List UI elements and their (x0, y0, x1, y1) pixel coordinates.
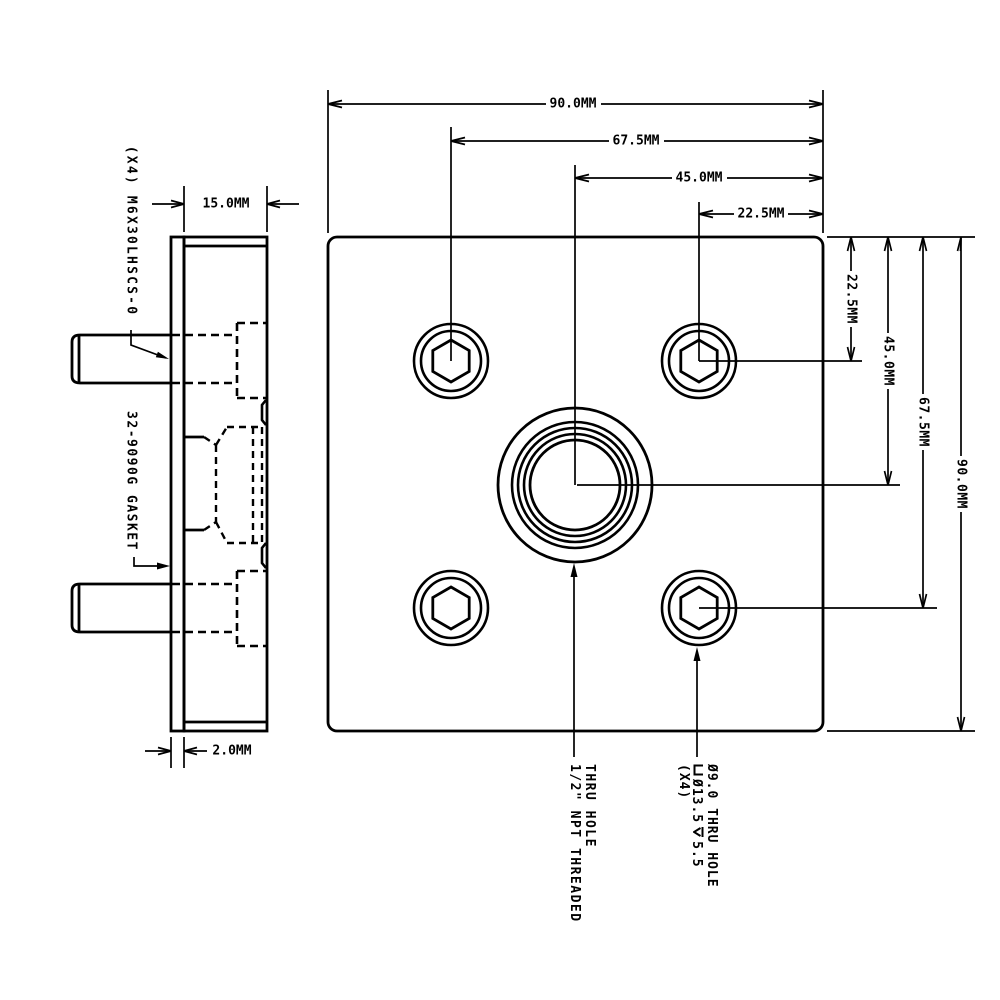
side-hidden-lines-top-screw (172, 321, 266, 400)
dim-67-5mm-right: 67.5MM (915, 395, 931, 449)
fastener-label: (X4) M6X30LHSCS-0 (123, 143, 139, 319)
dim-90mm-top: 90.0MM (547, 96, 599, 112)
hole-callout-quantity: (X4) (676, 764, 691, 800)
counterbore-depth-text: 5.5 (689, 841, 705, 868)
dim-90mm-right: 90.0MM (953, 457, 969, 511)
side-plate-body (182, 235, 269, 733)
side-screw-top (70, 333, 171, 385)
hole-callout-diameter: Ø9.0 THRU HOLE (704, 764, 719, 888)
centerlines (450, 127, 937, 609)
top-dimension-lines (327, 99, 824, 219)
dim-45mm-top: 45.0MM (673, 170, 725, 186)
leader-hole-callout (693, 647, 701, 757)
npt-callout-line1: 1/2" NPT THREADED (567, 764, 582, 923)
counterbore-diameter-text: Ø13.5 (689, 779, 705, 824)
dim-plate-thickness: 15.0MM (200, 196, 252, 212)
gasket-label: 32-9090G GASKET (123, 409, 139, 553)
top-extension-lines (327, 90, 824, 233)
side-leader-fastener (130, 330, 169, 359)
leader-npt-callout (570, 563, 578, 757)
counterbore-icon (690, 764, 704, 776)
hole-callout-counterbore: Ø13.5 5.5 (689, 764, 705, 868)
right-dimension-lines (846, 236, 966, 732)
side-hidden-lines-bottom-screw (172, 569, 266, 648)
side-view (70, 186, 299, 768)
dim-22-5mm-top: 22.5MM (735, 206, 787, 222)
side-leader-gasket (133, 557, 170, 570)
side-dim-plate-thickness (152, 186, 299, 232)
dim-45mm-right: 45.0MM (880, 334, 896, 388)
side-screw-bottom (70, 582, 171, 634)
npt-callout-line2: THRU HOLE (582, 764, 597, 848)
screw-hole-bottom-left (412, 569, 490, 647)
dim-22-5mm-right: 22.5MM (843, 272, 859, 326)
side-center-hole-profile (184, 399, 268, 569)
depth-icon (690, 826, 704, 838)
side-gasket-strip (169, 235, 186, 733)
dim-67-5mm-top: 67.5MM (610, 133, 662, 149)
side-dim-gasket-thickness (145, 737, 207, 768)
dim-gasket-thickness: 2.0MM (210, 743, 254, 759)
front-view (326, 90, 975, 757)
